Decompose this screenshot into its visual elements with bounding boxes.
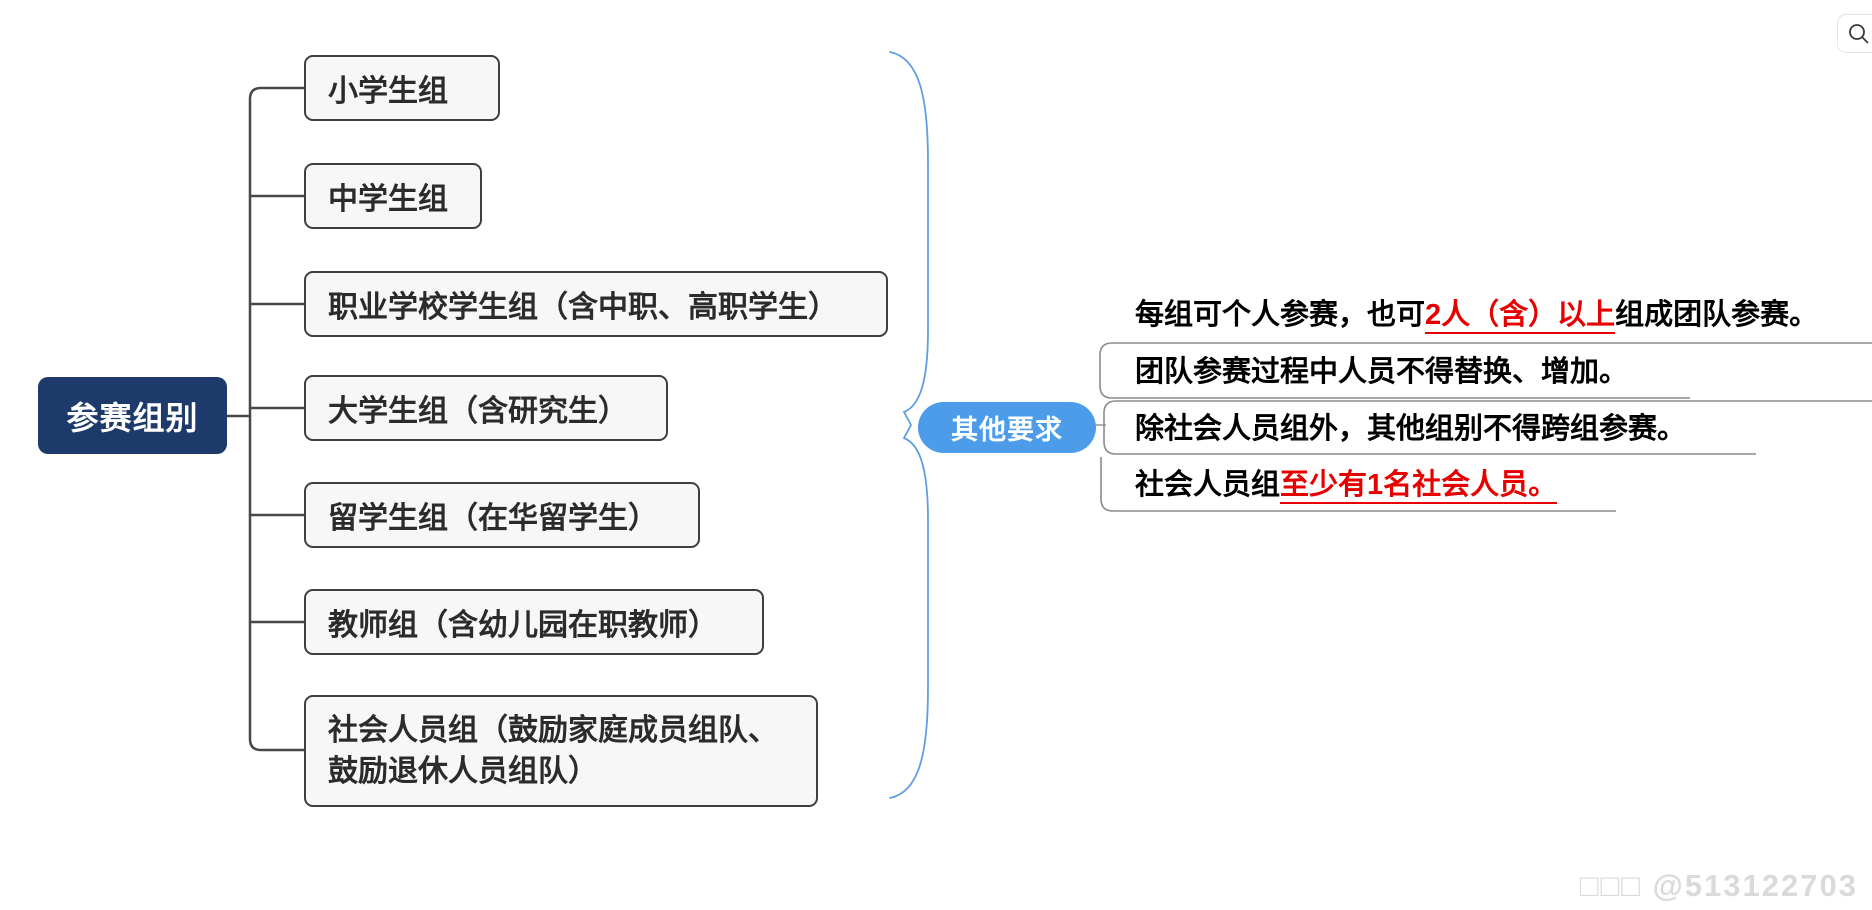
note-line-1-text-2: 组成团队参赛。	[1615, 299, 1819, 331]
note-line-4-highlight: 至少有1名社会人员。	[1280, 469, 1558, 504]
branch-node-vocational-school[interactable]: 职业学校学生组（含中职、高职学生）	[304, 271, 888, 337]
note-line-2[interactable]: 团队参赛过程中人员不得替换、增加。	[1135, 356, 1629, 388]
root-node[interactable]: 参赛组别	[38, 377, 227, 454]
search-button[interactable]	[1837, 14, 1872, 53]
summary-node[interactable]: 其他要求	[918, 402, 1096, 453]
branch-node-international-students[interactable]: 留学生组（在华留学生）	[304, 482, 700, 548]
branch-node-university[interactable]: 大学生组（含研究生）	[304, 375, 668, 441]
watermark: □□□ @513122703	[1579, 868, 1858, 903]
branch-node-teachers[interactable]: 教师组（含幼儿园在职教师）	[304, 589, 764, 655]
note-line-4[interactable]: 社会人员组至少有1名社会人员。	[1135, 468, 1558, 504]
note-line-1[interactable]: 每组可个人参赛，也可2人（含）以上组成团队参赛。	[1135, 298, 1819, 334]
trunk-line	[248, 86, 306, 752]
search-icon	[1849, 23, 1869, 44]
branch-node-public[interactable]: 社会人员组（鼓励家庭成员组队、鼓励退休人员组队）	[304, 695, 818, 807]
note-line-1-highlight: 2人（含）以上	[1425, 299, 1616, 334]
branch-node-primary-school[interactable]: 小学生组	[304, 55, 500, 121]
note-line-3[interactable]: 除社会人员组外，其他组别不得跨组参赛。	[1135, 413, 1687, 445]
note-line-4-text: 社会人员组	[1135, 469, 1281, 501]
branch-node-middle-school[interactable]: 中学生组	[304, 163, 482, 229]
note-line-1-text: 每组可个人参赛，也可	[1135, 299, 1426, 331]
